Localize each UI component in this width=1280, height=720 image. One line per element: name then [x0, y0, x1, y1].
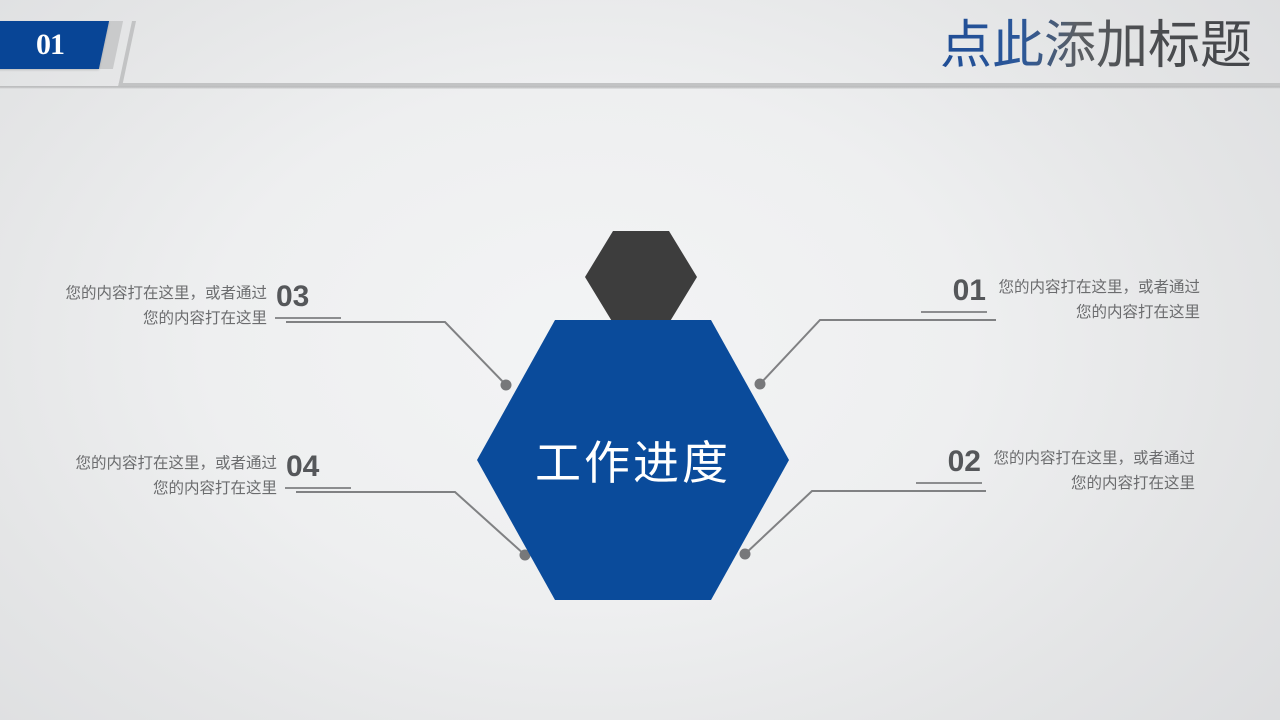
callout-04[interactable]: 您的内容打在这里，或者通过您的内容打在这里 04	[72, 451, 362, 501]
callout-02-number-value: 02	[947, 445, 981, 478]
connector-line-02	[739, 490, 986, 560]
callout-03-number: 03	[267, 280, 341, 319]
callout-01-underline	[921, 311, 987, 313]
callout-01-number: 01	[921, 274, 995, 313]
connector-line-04	[296, 491, 531, 561]
callout-03-text: 您的内容打在这里，或者通过您的内容打在这里	[65, 284, 267, 327]
callout-02-underline	[916, 482, 982, 484]
page-title: 点此添加标题	[940, 14, 1252, 80]
connector-line-01	[754, 319, 996, 390]
callout-03-underline	[275, 317, 341, 319]
callout-04-number-value: 04	[286, 450, 320, 483]
callout-02-number: 02	[916, 445, 990, 484]
center-hexagon-label: 工作进度	[535, 438, 731, 489]
callout-03-number-value: 03	[276, 280, 310, 313]
callout-01-number-value: 01	[952, 274, 986, 307]
accent-hexagon-icon	[585, 231, 697, 323]
callout-02[interactable]: 02 您的内容打在这里，或者通过您的内容打在这里	[916, 445, 1215, 496]
callout-01[interactable]: 01 您的内容打在这里，或者通过您的内容打在这里	[921, 274, 1220, 325]
callout-01-text: 您的内容打在这里，或者通过您的内容打在这里	[998, 278, 1200, 321]
callout-04-number: 04	[277, 450, 351, 489]
callout-02-text: 您的内容打在这里，或者通过您的内容打在这里	[993, 449, 1195, 492]
header-divider-line	[0, 86, 1280, 89]
slide-header: 01 点此添加标题	[0, 0, 1280, 110]
callout-03[interactable]: 您的内容打在这里，或者通过您的内容打在这里 03	[62, 281, 352, 331]
callout-04-underline	[285, 487, 351, 489]
callout-04-text: 您的内容打在这里，或者通过您的内容打在这里	[75, 454, 277, 497]
connector-line-03	[286, 321, 512, 391]
